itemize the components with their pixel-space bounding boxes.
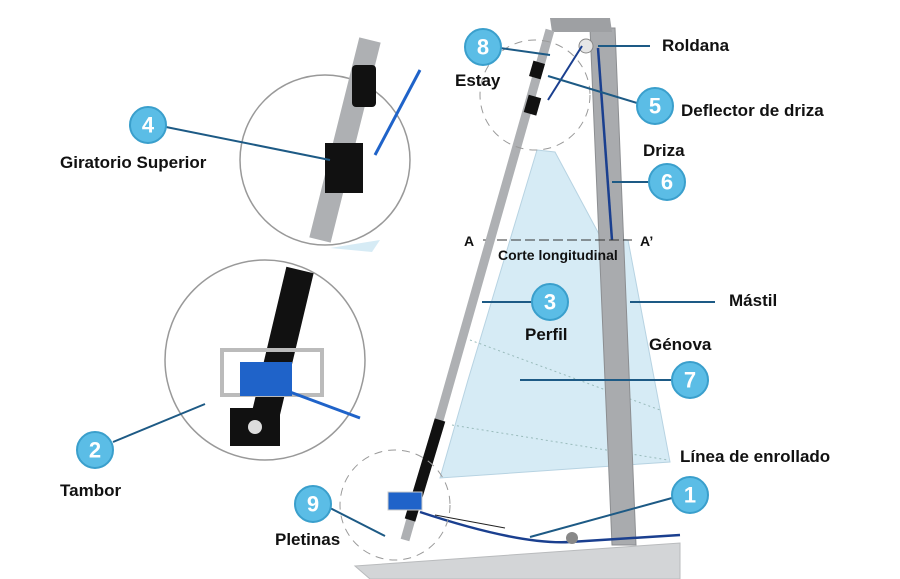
sheave xyxy=(578,38,594,54)
leader-9 xyxy=(329,507,386,537)
svg-text:2: 2 xyxy=(89,438,101,463)
sail-seam xyxy=(469,339,661,411)
svg-text:6: 6 xyxy=(661,170,673,195)
svg-text:5: 5 xyxy=(649,94,661,119)
label-linea: Línea de enrollado xyxy=(680,447,830,466)
label-pletinas: Pletinas xyxy=(275,530,340,549)
svg-text:8: 8 xyxy=(477,35,489,60)
deck xyxy=(353,542,681,579)
detail-drum xyxy=(164,259,366,461)
label-estay: Estay xyxy=(455,71,501,90)
svg-text:1: 1 xyxy=(684,483,696,508)
leader-8 xyxy=(499,47,551,56)
leader-2 xyxy=(112,403,206,443)
leader-5 xyxy=(547,75,638,104)
badge-4: 4 xyxy=(129,106,167,144)
badge-9: 9 xyxy=(294,485,332,523)
focus-bottom xyxy=(339,449,451,561)
badge-3: 3 xyxy=(531,283,569,321)
svg-text:3: 3 xyxy=(544,290,556,315)
label-corte: Corte longitudinal xyxy=(498,247,618,263)
leader-1 xyxy=(529,497,673,538)
halyard-deflector xyxy=(529,60,545,80)
label-perfil: Perfil xyxy=(525,325,568,344)
swivel-magnified xyxy=(325,143,363,193)
svg-text:9: 9 xyxy=(307,492,319,517)
sail-seam xyxy=(451,424,669,461)
label-genova: Génova xyxy=(649,335,712,354)
label-deflector: Deflector de driza xyxy=(681,101,824,120)
direction-arrow xyxy=(434,514,506,529)
label-a-prime: A’ xyxy=(640,233,653,249)
label-mastil: Mástil xyxy=(729,291,777,310)
svg-text:4: 4 xyxy=(142,113,155,138)
badge-1: 1 xyxy=(671,476,709,514)
badge-8: 8 xyxy=(464,28,502,66)
focus-top xyxy=(479,39,591,151)
badge-2: 2 xyxy=(76,431,114,469)
detail-top-swivel xyxy=(239,37,422,252)
drum xyxy=(387,491,423,511)
masthead xyxy=(550,18,612,32)
label-roldana: Roldana xyxy=(662,36,730,55)
furling-line xyxy=(419,510,681,544)
svg-text:7: 7 xyxy=(684,368,696,393)
halyard-top xyxy=(547,45,583,101)
badge-7: 7 xyxy=(671,361,709,399)
leader-4 xyxy=(165,126,331,161)
label-a: A xyxy=(464,233,474,249)
halyard xyxy=(596,47,614,241)
drum-magnified xyxy=(240,362,292,396)
label-tambor: Tambor xyxy=(60,481,121,500)
label-giratorio: Giratorio Superior xyxy=(60,153,207,172)
label-driza: Driza xyxy=(643,141,685,160)
badge-6: 6 xyxy=(648,163,686,201)
deflector-magnified xyxy=(352,65,376,107)
deck-block xyxy=(566,532,578,544)
top-swivel xyxy=(523,94,542,116)
badge-5: 5 xyxy=(636,87,674,125)
